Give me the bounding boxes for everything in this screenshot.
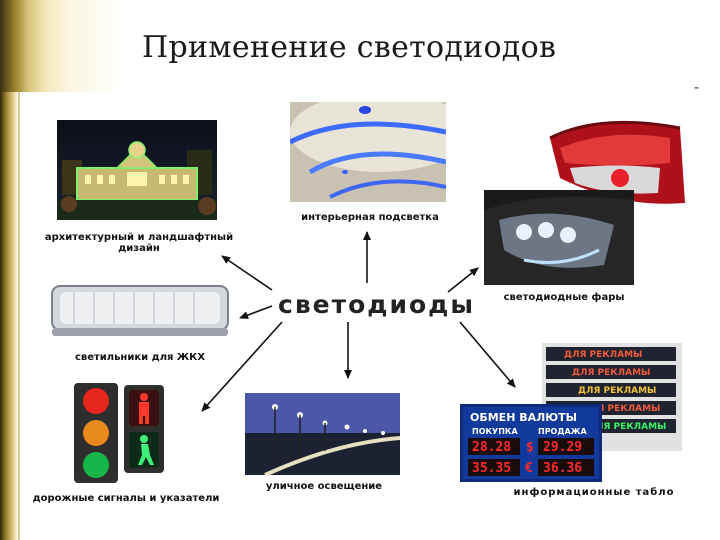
ticker-line-4: ДЛЯ РЕКЛАМЫ — [582, 404, 660, 414]
eur-buy-value: 35.35 — [472, 461, 511, 476]
eur-sign: € — [525, 461, 533, 476]
decorative-band-left — [0, 92, 18, 540]
label-headlights: светодиодные фары — [503, 292, 625, 303]
exchange-sell: ПРОДАЖА — [538, 427, 587, 436]
label-traffic: дорожные сигналы и указатели — [32, 493, 220, 504]
label-interior: интерьерная подсветка — [301, 212, 439, 223]
slide-dash: - — [694, 80, 700, 96]
ticker-line-2: ДЛЯ РЕКЛАМЫ — [572, 368, 650, 378]
arrow-to-architecture — [221, 255, 273, 291]
exchange-board-photo: ОБМЕН ВАЛЮТЫ ПОКУПКА ПРОДАЖА 28.28 $ 29.… — [460, 404, 602, 482]
slide-title: Применение светодиодов — [142, 30, 557, 65]
usd-sign: $ — [526, 440, 534, 455]
ticker-line-5: ДЛЯ РЕКЛАМЫ — [588, 422, 666, 432]
center-label: светодиоды — [278, 290, 475, 319]
arrow-to-lamps — [239, 305, 273, 319]
usd-buy-value: 28.28 — [472, 440, 511, 455]
arrow-to-boards — [459, 321, 516, 388]
arrow-to-headlights — [447, 267, 479, 293]
car-headlight-photo — [484, 190, 634, 285]
label-lamps: светильники для ЖКХ — [74, 352, 206, 363]
eur-sell-value: 36.36 — [543, 461, 582, 476]
interior-lighting-photo — [290, 102, 446, 202]
architecture-photo — [57, 120, 217, 220]
street-lighting-photo — [245, 393, 400, 475]
utility-lamp-photo — [44, 280, 234, 342]
arrow-to-traffic — [201, 321, 283, 412]
decorative-band-top — [0, 0, 128, 92]
exchange-buy: ПОКУПКА — [472, 427, 518, 436]
exchange-header: ОБМЕН ВАЛЮТЫ — [470, 411, 577, 424]
ticker-line-1: ДЛЯ РЕКЛАМЫ — [564, 350, 642, 360]
traffic-light-vehicle — [72, 381, 120, 485]
label-street: уличное освещение — [265, 481, 383, 492]
traffic-light-pedestrian — [122, 383, 166, 475]
label-architecture: архитектурный и ландшафтный дизайн — [44, 232, 234, 254]
decorative-line — [18, 92, 20, 540]
ticker-line-3: ДЛЯ РЕКЛАМЫ — [578, 386, 656, 396]
label-boards: информационные табло — [513, 487, 675, 498]
usd-sell-value: 29.29 — [543, 440, 582, 455]
